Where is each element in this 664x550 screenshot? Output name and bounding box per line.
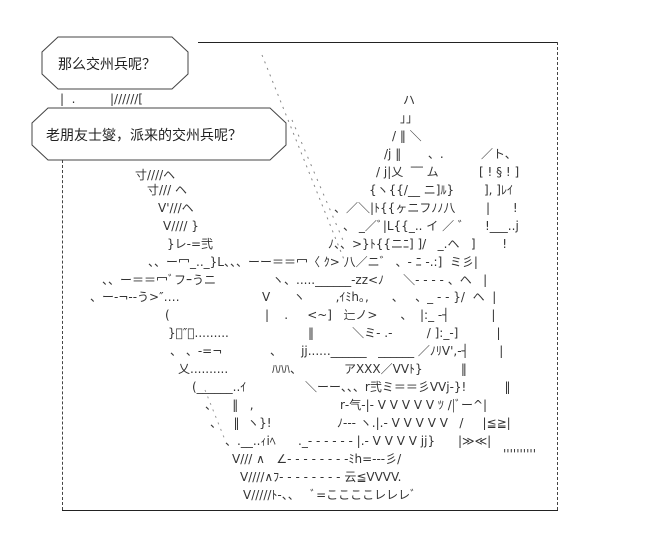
art-row: ／ト、 bbox=[481, 147, 517, 161]
speech-bubble-2: 老朋友士燮，派来的交州兵呢？ bbox=[30, 107, 288, 161]
art-row: 乂.......... bbox=[178, 362, 229, 376]
frame-top-border bbox=[198, 42, 558, 43]
art-row: V ヽ ,ｲﾐh｡, 、 、_ - - }/ ヘ | bbox=[262, 290, 497, 304]
art-row: | ! bbox=[486, 201, 518, 215]
art-row: ハ bbox=[403, 93, 416, 107]
art-row: V////∧ﾌ- - - - - - - - 云≦VVVV. bbox=[240, 470, 402, 484]
art-row: V/////ﾄ-、、 ﾞ=ここここレレレﾞ bbox=[243, 488, 417, 502]
art-row: / j|乂 ‾‾ ム bbox=[376, 165, 439, 179]
art-row: | . <~] 辷ノ> 、 |:_ -┤ | bbox=[265, 308, 496, 322]
art-row: ( bbox=[165, 308, 170, 322]
art-row: 、ー‐¬-‐う>″‥‥ bbox=[90, 290, 180, 304]
art-row: 、 、-=¬ bbox=[170, 344, 223, 358]
art-row: ._- - - - - - |.- V V V V jj} |≫≪| bbox=[298, 434, 492, 448]
art-row: V//// } bbox=[163, 219, 199, 233]
art-row: {ヽ{{/__ ニ]ﾙ} bbox=[369, 183, 455, 197]
art-row: (______..ｲ bbox=[192, 380, 247, 394]
art-row: 、／＼|ﾄ{{ヶニフﾉﾉ八 bbox=[334, 201, 456, 215]
speech-text-2: 老朋友士燮，派来的交州兵呢？ bbox=[46, 128, 242, 144]
art-row: '''''''''' bbox=[503, 447, 536, 461]
art-row: 、、ー冖_.._}L、、、ーー＝＝冖〈 ｸ> 八／ニ゛ 、- ﾆ -.:] ミ彡… bbox=[148, 255, 478, 269]
art-row: | . bbox=[60, 92, 76, 106]
art-row: V'///ヘ bbox=[158, 201, 194, 215]
art-row: 、 _／ﾞ|L{{_.. イ ／ ゛ bbox=[343, 219, 470, 233]
art-row: ﾊﾊﾊ、 アXXX／VVﾄ} ‖ bbox=[272, 362, 467, 376]
art-row: ], ]ﾚｲ bbox=[484, 183, 513, 197]
art-row: |//////[ bbox=[110, 92, 143, 106]
art-row: [ ! § ! ] bbox=[479, 165, 520, 179]
speech-text-1: 那么交州兵呢？ bbox=[58, 57, 156, 73]
art-row: ﾉ、、>}ﾄ{{ニﾆ] ]/ _.ヘ ] ! bbox=[328, 237, 508, 251]
frame-bottom-border bbox=[62, 510, 558, 511]
art-row: r‐气‐|‐ V V V V V ﾂ /|ﾞー^| bbox=[340, 398, 488, 412]
art-row: !___..j bbox=[485, 219, 519, 233]
art-row: }ﾞ″ｰ......... bbox=[168, 326, 229, 340]
art-row: 寸////ヘ bbox=[135, 168, 176, 182]
art-row: 」」 bbox=[400, 111, 419, 125]
art-row: 、.__..ｨiﾍ bbox=[225, 434, 276, 448]
art-row: ‖ ＼ミ‐ .- / ]:_-] | bbox=[308, 326, 501, 340]
art-row: 、 ‖ , bbox=[205, 398, 254, 412]
art-row: 寸/// ヘ bbox=[147, 183, 187, 197]
speech-bubble-1: 那么交州兵呢？ bbox=[40, 36, 190, 90]
art-row: ヽ、.....______‐zz<ﾉ ＼- - - - 、ヘ | bbox=[272, 273, 488, 287]
art-row: ＼ーー、、、r弐ミ＝＝彡VVj-}! ‖ bbox=[305, 380, 511, 394]
art-row: / ‖ ＼ bbox=[392, 129, 422, 143]
art-row: }レ-=弐 bbox=[167, 237, 214, 251]
art-row: V/// ∧ ∠- - - - - - - -ﾐh=‐‐‐彡/ bbox=[232, 452, 402, 466]
art-row: ﾉ--- ヽ.|.- V V V V V / |≦≧| bbox=[337, 416, 511, 430]
art-row: 、 ‖ ヽ}! bbox=[210, 416, 272, 430]
art-row: 、 jj......______ ______ ／ﾉﾘV',-┤ | bbox=[270, 344, 504, 358]
frame-left-border bbox=[62, 160, 63, 510]
art-row: /j ‖ 、. bbox=[384, 147, 444, 161]
frame-right-border bbox=[557, 42, 558, 510]
art-row: 、、ー＝＝冖ﾞフｰうニ bbox=[102, 273, 217, 287]
